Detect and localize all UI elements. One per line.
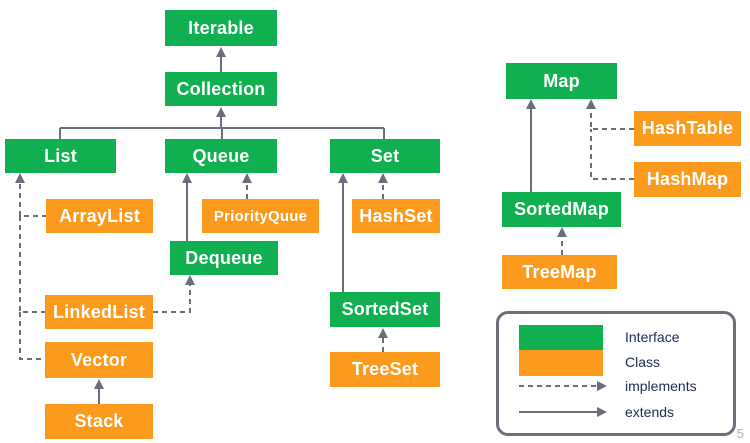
node-linkedlist: LinkedList — [45, 295, 153, 329]
legend-interface-swatch — [519, 325, 603, 351]
node-queue: Queue — [165, 139, 277, 173]
edge-hashmap-map — [590, 129, 634, 180]
legend-implements-label: implements — [625, 378, 697, 394]
node-hashtable: HashTable — [634, 111, 741, 146]
node-set: Set — [330, 139, 440, 173]
legend-implements-line — [519, 381, 607, 391]
legend-class-label: Class — [625, 354, 661, 370]
legend-class-swatch — [519, 350, 603, 376]
legend-extends-line — [519, 407, 607, 417]
node-stack: Stack — [45, 404, 153, 439]
node-hashmap: HashMap — [634, 162, 741, 197]
node-hashset: HashSet — [352, 199, 440, 233]
node-treemap: TreeMap — [502, 255, 617, 289]
node-arraylist: ArrayList — [46, 199, 153, 233]
edge-linkedlist-dequeue — [153, 275, 195, 313]
node-treeset: TreeSet — [330, 352, 440, 387]
legend-interface-label: Interface — [625, 329, 680, 345]
node-collection: Collection — [165, 72, 277, 106]
legend-extends-label: extends — [625, 404, 675, 420]
node-sortedmap: SortedMap — [502, 192, 621, 227]
node-sortedset: SortedSet — [330, 292, 440, 327]
node-map: Map — [506, 63, 617, 99]
node-list: List — [5, 139, 116, 173]
page-number: 5 — [736, 426, 744, 441]
edge-hashtable-map — [586, 99, 634, 130]
node-vector: Vector — [45, 342, 153, 378]
edge-list-implementers — [19, 215, 47, 313]
legend: Interface Class implements extends — [496, 311, 736, 436]
node-dequeue: Dequeue — [170, 241, 278, 275]
node-iterable: Iterable — [165, 10, 277, 46]
node-priorityqueue: PriorityQuue — [202, 199, 319, 233]
